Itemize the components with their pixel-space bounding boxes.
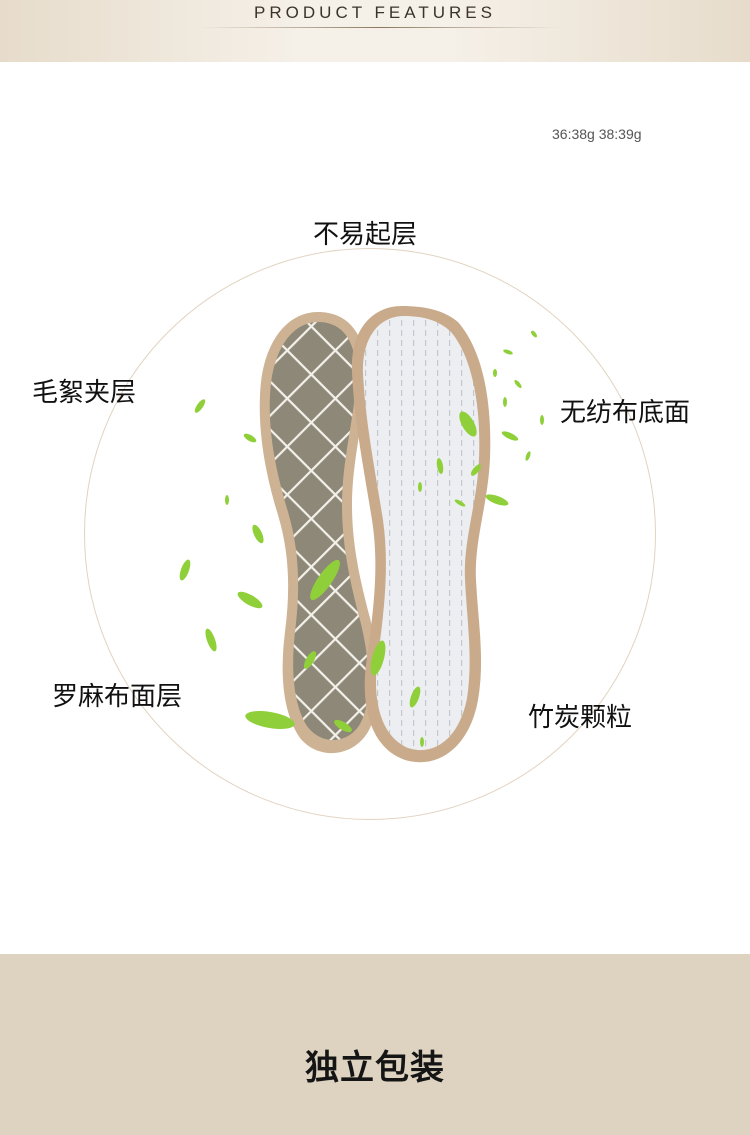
header-divider (200, 27, 560, 28)
footer-band (0, 954, 750, 1135)
insole-right (351, 306, 491, 763)
insole-left (259, 312, 379, 754)
leaf-icon (179, 330, 544, 747)
label-right-top: 无纺布底面 (560, 398, 691, 428)
header-title: PRODUCT FEATURES (254, 3, 496, 22)
label-right-bottom: 竹炭颗粒 (528, 703, 633, 733)
header-band (0, 0, 750, 62)
footer-title: 独立包装 (305, 1048, 445, 1088)
label-top: 不易起层 (313, 220, 418, 250)
insole-image (179, 306, 544, 763)
feature-circle (84, 248, 656, 820)
label-left-bottom: 罗麻布面层 (52, 682, 183, 712)
weight-note: 36:38g 38:39g (552, 126, 642, 142)
label-left-top: 毛絮夹层 (32, 378, 137, 408)
